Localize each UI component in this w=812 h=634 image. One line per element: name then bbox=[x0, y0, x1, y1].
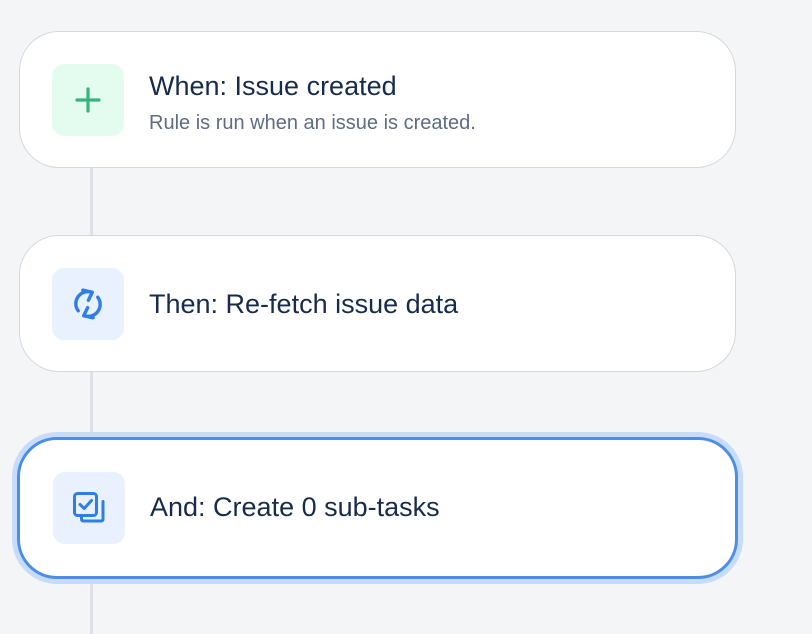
flow-connector bbox=[90, 166, 93, 238]
subtasks-icon-tile bbox=[53, 472, 125, 544]
plus-icon bbox=[75, 87, 101, 113]
flow-connector bbox=[90, 370, 93, 442]
action-card-create-subtasks[interactable]: And: Create 0 sub-tasks bbox=[17, 437, 738, 579]
trigger-icon-tile bbox=[52, 64, 124, 136]
create-subtasks-title: And: Create 0 sub-tasks bbox=[150, 492, 440, 522]
refresh-icon bbox=[74, 288, 102, 320]
trigger-description: Rule is run when an issue is created. bbox=[149, 112, 476, 134]
refetch-icon-tile bbox=[52, 268, 124, 340]
flow-connector bbox=[90, 578, 93, 634]
action-card-refetch[interactable]: Then: Re-fetch issue data bbox=[19, 235, 736, 372]
trigger-title: When: Issue created bbox=[149, 71, 397, 101]
subtasks-icon bbox=[73, 492, 105, 523]
trigger-card[interactable]: When: Issue created Rule is run when an … bbox=[19, 31, 736, 168]
refetch-title: Then: Re-fetch issue data bbox=[149, 289, 459, 319]
